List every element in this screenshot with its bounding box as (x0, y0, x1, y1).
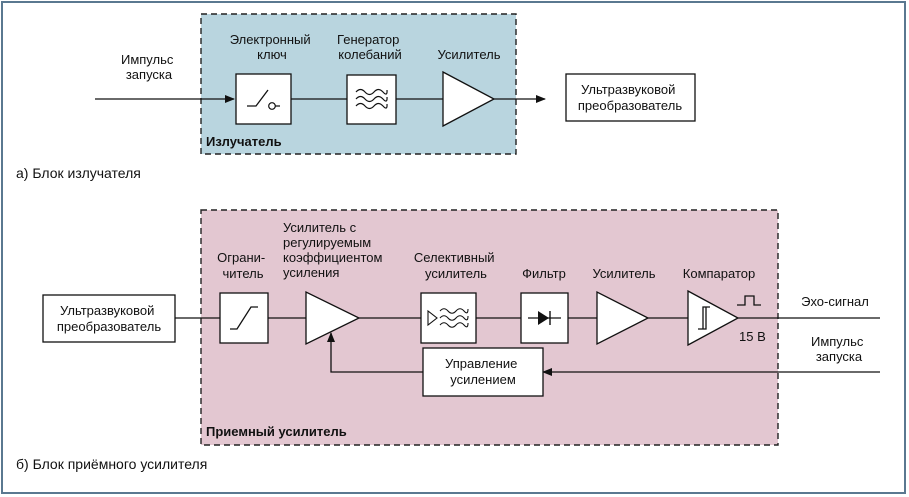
oscillator-label: Генератор колебаний (337, 32, 403, 62)
rx-amplifier-label: Усилитель (593, 266, 656, 281)
comparator-label: Компаратор (683, 266, 755, 281)
tx-transducer-block (565, 73, 696, 122)
electronic-key-label: Электронный ключ (230, 32, 315, 62)
oscillator-block (346, 74, 397, 125)
limiter-label: Ограни- читель (217, 250, 269, 281)
rx-transducer-block (42, 294, 176, 343)
transmitter-caption: а) Блок излучателя (16, 165, 141, 181)
diode-icon (528, 311, 561, 325)
selective-amplifier-block (420, 292, 477, 344)
mini-amp-icon (427, 309, 438, 327)
tx-amplifier-triangle (442, 70, 496, 128)
gain-control-label: Управление усилением (445, 356, 521, 387)
vga-label: Усилитель с регулируемым коэффициентом у… (283, 220, 386, 280)
selective-amplifier-label: Селективный усилитель (414, 250, 498, 281)
comparator-block (687, 289, 740, 347)
vga-triangle (305, 290, 361, 346)
receiver-region (200, 209, 779, 446)
receiver-diagram: Ограни- читель Усилитель с регулируемым … (42, 209, 880, 446)
limiter-block (219, 292, 269, 344)
filter-label: Фильтр (522, 266, 566, 281)
transmitter-diagram: Импульс запуска Электронный ключ Генерат… (95, 13, 696, 155)
gain-feedback-arrow (327, 332, 423, 373)
echo-signal-label: Эхо-сигнал (801, 294, 869, 309)
rx-trigger-label: Импульс запуска (811, 334, 867, 364)
rx-amplifier-triangle (596, 290, 650, 346)
receiver-block-name: Приемный усилитель (206, 424, 347, 439)
transmitter-block-name: Излучатель (206, 134, 282, 149)
selective-wave-icon (439, 308, 469, 328)
electronic-key-block (235, 73, 292, 125)
filter-block (520, 292, 569, 344)
wave-icon (355, 88, 388, 110)
rx-transducer-label: Ультразвуковой преобразователь (57, 303, 161, 334)
receiver-caption: б) Блок приёмного усилителя (16, 456, 207, 472)
voltage-label: 15 В (739, 329, 766, 344)
tx-input-label: Импульс запуска (121, 52, 177, 82)
limiter-curve-icon (230, 306, 258, 330)
tx-transducer-label: Ультразвуковой преобразователь (578, 82, 682, 113)
tx-amplifier-label: Усилитель (438, 47, 501, 62)
pulse-icon (737, 295, 761, 306)
gain-control-block (422, 347, 544, 397)
hysteresis-icon (698, 306, 710, 330)
